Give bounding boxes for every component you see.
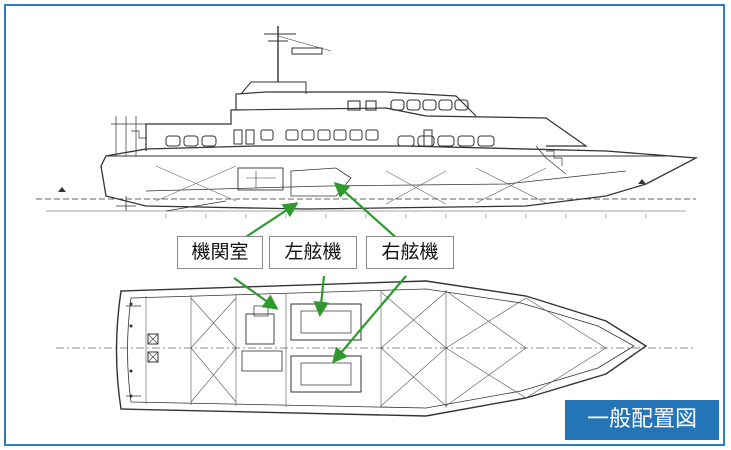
arrow-starboard-engine-plan <box>332 275 407 364</box>
general-arrangement-drawing <box>36 26 699 417</box>
title-badge: 一般配置図 <box>565 400 719 440</box>
label-starboard-engine: 右舷機 <box>366 236 454 269</box>
arrow-engine-room-plan <box>233 277 279 310</box>
plan-view <box>56 280 696 417</box>
label-port-engine: 左舷機 <box>269 236 357 269</box>
diagram-frame: 機関室 左舷機 右舷機 一般配置図 <box>4 4 725 446</box>
arrow-port-engine-plan <box>313 275 329 318</box>
arrow-starboard-engine-side <box>333 181 402 243</box>
label-engine-room: 機関室 <box>177 236 263 269</box>
side-elevation <box>36 26 699 218</box>
annotation-arrows <box>225 181 407 364</box>
